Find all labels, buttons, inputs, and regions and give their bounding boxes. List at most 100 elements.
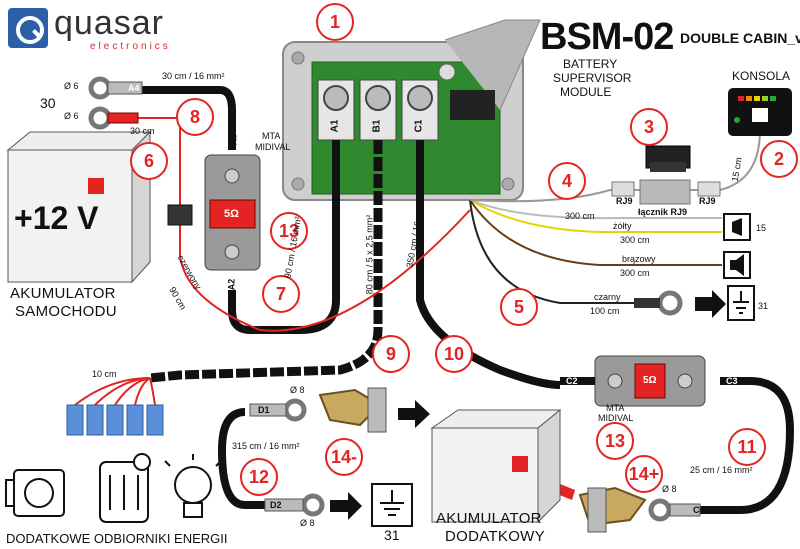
callout-11: 11 [728,428,766,466]
rj9-coupler-3 [645,145,691,172]
label-d1: D1 [258,405,270,415]
lug-black-31 [634,290,683,316]
clamp-top [318,387,387,433]
arrow-right-clamp [398,400,430,428]
brazowy-label: brązowy [622,254,656,264]
term-15: 15 [756,223,767,233]
label-c3: C3 [726,376,738,386]
main-battery-caption-1: AKUMULATOR [10,285,116,302]
label-a1: A1 [329,119,341,133]
arrow-ground-right [695,290,726,318]
callout-7: 7 [262,275,300,313]
rj9-left: RJ9 [616,196,633,206]
aux-battery-caption-1: AKUMULATOR [436,510,542,527]
callout-14-plus: 14+ [625,455,663,493]
aux-battery-caption-2: DODATKOWY [445,528,545,545]
midival-right: MIDIVAL [598,413,634,423]
c-cable-spec: 25 cm / 16 mm² [690,465,753,475]
konsola-label: KONSOLA [732,69,791,83]
phi8-top: Ø 8 [290,385,305,395]
bsm-module [282,19,541,201]
subtitle-line-2: SUPERVISOR [553,71,632,85]
a4-cable-spec: 30 cm / 16 mm² [162,71,225,81]
page-title: BSM-02 [540,16,674,58]
bulb-icon [164,454,222,518]
callout-14-minus: 14- [325,438,363,476]
motor-icon [5,469,65,517]
mta-right: MTA [606,403,625,413]
label-c2: C2 [566,376,578,386]
clamp-bottom [578,486,647,533]
rj9-coupler [639,179,691,205]
mta-left: MTA [262,131,281,141]
phi8-d2: Ø 8 [300,518,315,528]
compressor-icon [99,453,151,523]
czarny-length: 100 cm [590,306,620,316]
horn-icon [723,213,751,241]
terminal-a1-block [317,79,355,141]
zolty-label: żółty [613,221,632,231]
lug-red [88,106,139,130]
terminal-c1-block [401,79,439,141]
fuse-holder-left [204,154,261,271]
logo-name: quasar [54,4,164,42]
c300-label: 300 cm [565,211,595,221]
callout-6: 6 [130,142,168,180]
cable-b-spec: 80 cm / 5 x 2,5 mm² [364,214,375,295]
lacznik-label: łącznik RJ9 [638,207,688,217]
ground-symbol-bottom [371,483,413,527]
title-suffix: DOUBLE CABIN_v1 [680,30,800,46]
red-30cm: 30 cm [130,126,155,136]
d-cable-spec: 315 cm / 16 mm² [232,441,300,451]
label-a4: A4 [128,83,140,93]
callout-9: 9 [372,335,410,373]
console-device [728,88,792,136]
callout-4: 4 [548,162,586,200]
callout-12: 12 [240,458,278,496]
phi6-b: Ø 6 [64,111,79,121]
lug-a4 [88,76,143,100]
lug-c4 [648,498,701,522]
loads-caption: DODATKOWE ODBIORNIKI ENERGII [6,531,228,546]
callout-13-left: 13 [270,212,308,250]
callout-10: 10 [435,335,473,373]
label-30: 30 [40,95,56,111]
quasar-logo-icon [8,8,48,48]
zolty-length: 300 cm [620,235,650,245]
fuse-left-value: 5Ω [224,208,239,220]
inline-fuse [167,204,193,226]
logo-sub: electronics [90,41,171,52]
rj9-plug-left [611,181,635,197]
aux-battery [430,408,562,524]
label-c4: C4 [693,505,705,515]
term-31-bottom: 31 [384,527,400,543]
main-battery-caption-2: SAMOCHODU [15,303,117,320]
ten-cm: 10 cm [92,369,117,379]
battery-voltage: +12 V [14,200,99,236]
label-d2: D2 [270,500,282,510]
fuse-right-value: 5Ω [643,375,657,386]
brazowy-length: 300 cm [620,268,650,278]
term-31-right: 31 [758,301,769,311]
callout-8: 8 [176,98,214,136]
wire-harness [66,377,164,436]
lug-d1 [249,398,307,422]
arrow-ground-bottom [330,492,362,520]
phi6-a: Ø 6 [64,81,79,91]
callout-13-right: 13 [596,422,634,460]
fuse-holder-right [594,355,706,407]
main-battery [6,130,152,284]
label-a2: A2 [226,278,237,291]
callout-5: 5 [500,288,538,326]
callout-3: 3 [630,108,668,146]
callout-1: 1 [316,3,354,41]
midival-left: MIDIVAL [255,142,291,152]
speaker-icon [723,251,751,279]
label-a3: A3 [228,133,239,146]
callout-2: 2 [760,140,798,178]
lug-d2 [264,493,325,517]
subtitle-line-3: MODULE [560,85,612,99]
ground-symbol-right [727,285,755,321]
